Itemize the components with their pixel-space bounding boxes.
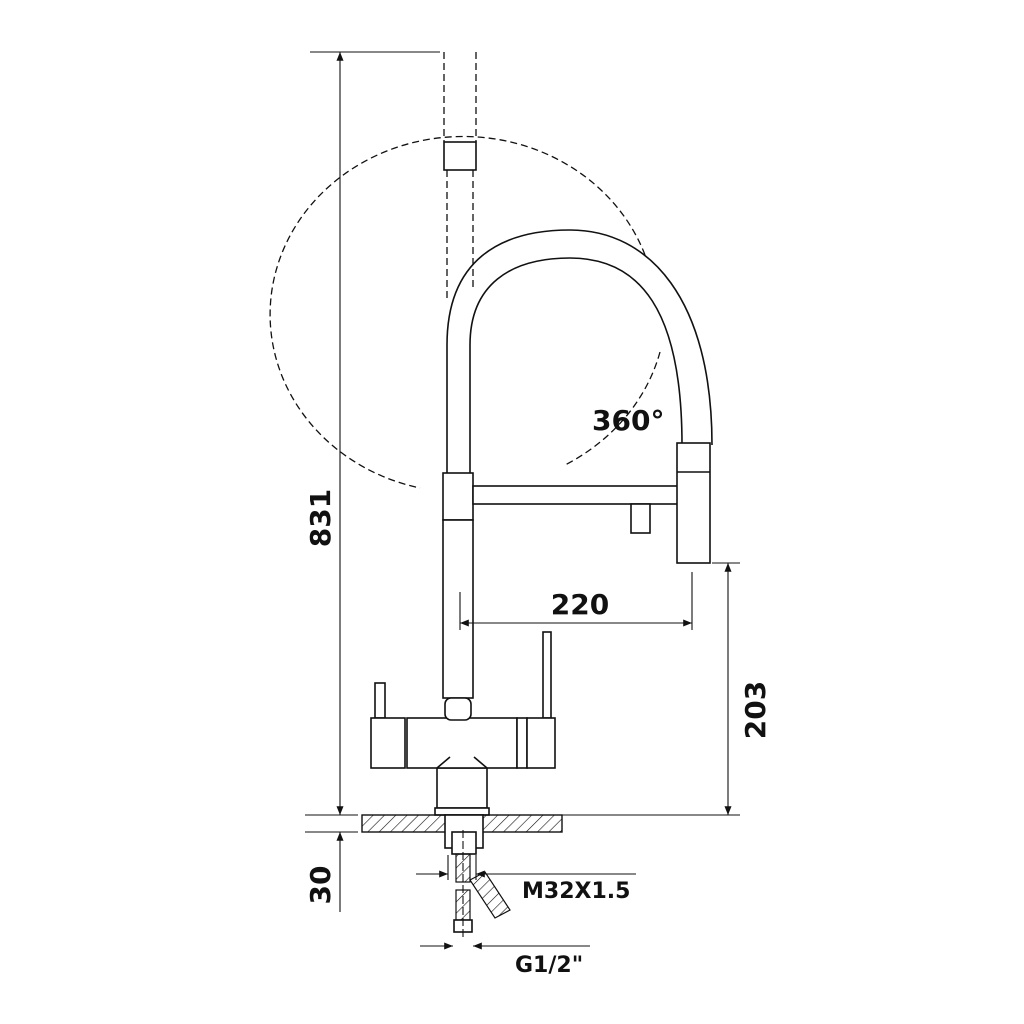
flexible-hose (446, 229, 713, 475)
thread-dimension: M32X1.5 (416, 855, 636, 904)
reach-label: 220 (551, 588, 609, 621)
rotation-arc (269, 135, 661, 489)
spout-height-label: 203 (739, 681, 772, 739)
countertop-dimension: 30 (304, 814, 358, 912)
rotation-label: 360° (592, 404, 664, 437)
height-dimension: 831 (304, 51, 440, 815)
extended-pole (443, 52, 477, 300)
connection-dimension: G1/2" (420, 942, 590, 978)
right-lever (542, 631, 552, 719)
left-lever (374, 682, 386, 719)
spout (442, 442, 711, 699)
height-label: 831 (304, 489, 337, 547)
supply-hoses (444, 814, 511, 940)
reach-dimension: 220 (459, 572, 693, 630)
countertop-label: 30 (304, 866, 337, 905)
connection-label: G1/2" (515, 953, 583, 978)
spout-height-dimension: 203 (562, 562, 772, 816)
thread-label: M32X1.5 (522, 879, 630, 904)
faucet-body (370, 631, 556, 816)
